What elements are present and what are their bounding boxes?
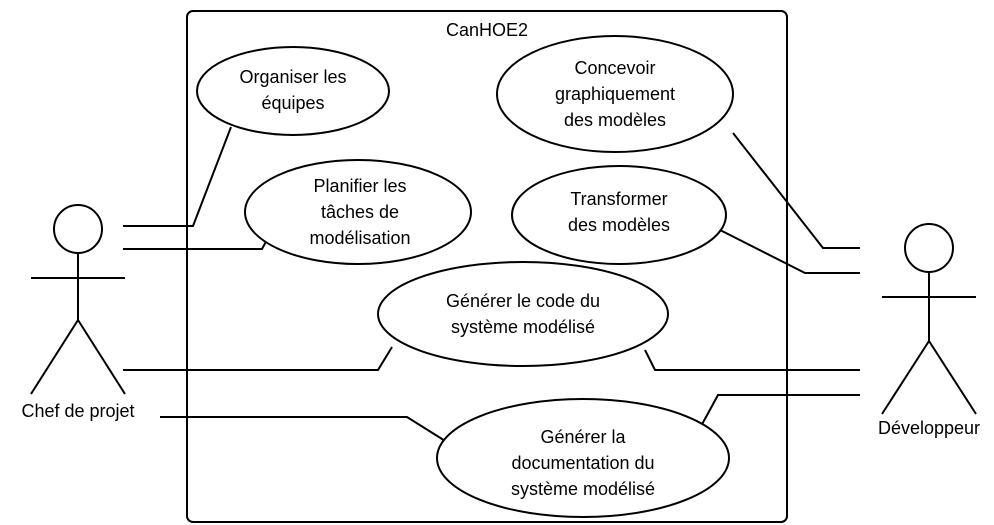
system-boundary bbox=[186, 10, 788, 523]
association-chef-generer-doc bbox=[160, 416, 451, 445]
use-case-label: des modèles bbox=[568, 215, 670, 235]
use-case-label: Générer la bbox=[540, 427, 626, 447]
use-case-generer-documentation[interactable]: Générer la documentation du système modé… bbox=[436, 398, 730, 518]
use-case-transformer-modeles[interactable]: Transformer des modèles bbox=[511, 165, 727, 265]
use-case-generer-code[interactable]: Générer le code du système modélisé bbox=[377, 261, 669, 367]
association-dev-generer-doc bbox=[699, 394, 860, 429]
association-chef-generer-code bbox=[123, 346, 393, 371]
association-dev-generer-code bbox=[644, 349, 860, 371]
use-case-label: des modèles bbox=[564, 110, 666, 130]
use-case-label: équipes bbox=[261, 93, 324, 113]
association-dev-concevoir bbox=[732, 132, 860, 249]
use-case-concevoir-graphiquement[interactable]: Concevoir graphiquement des modèles bbox=[496, 35, 734, 153]
stick-figure-icon bbox=[881, 223, 977, 415]
use-case-planifier-taches[interactable]: Planifier les tâches de modélisation bbox=[244, 159, 472, 265]
stick-figure-icon bbox=[30, 204, 126, 395]
use-case-label: Générer le code du bbox=[446, 291, 600, 311]
use-case-label: graphiquement bbox=[555, 84, 675, 104]
actor-label: Chef de projet bbox=[21, 401, 134, 421]
use-case-label: système modélisé bbox=[511, 479, 655, 499]
use-case-label: Planifier les bbox=[313, 176, 406, 196]
actor-chef-de-projet[interactable]: Chef de projet bbox=[21, 204, 135, 421]
association-dev-transformer bbox=[719, 229, 860, 274]
system-title: CanHOE2 bbox=[446, 20, 528, 40]
use-case-organiser-equipes[interactable]: Organiser les équipes bbox=[196, 46, 390, 136]
use-case-label: modélisation bbox=[309, 228, 410, 248]
use-case-label: système modélisé bbox=[451, 317, 595, 337]
association-chef-organiser bbox=[123, 126, 232, 227]
use-case-label: tâches de bbox=[321, 202, 399, 222]
actor-label: Développeur bbox=[878, 418, 980, 438]
use-case-label: Transformer bbox=[570, 189, 667, 209]
use-case-label: Organiser les bbox=[239, 67, 346, 87]
association-chef-planifier bbox=[123, 237, 269, 250]
use-case-label: documentation du bbox=[511, 453, 654, 473]
use-case-label: Concevoir bbox=[574, 58, 655, 78]
actor-developpeur[interactable]: Développeur bbox=[878, 223, 980, 438]
